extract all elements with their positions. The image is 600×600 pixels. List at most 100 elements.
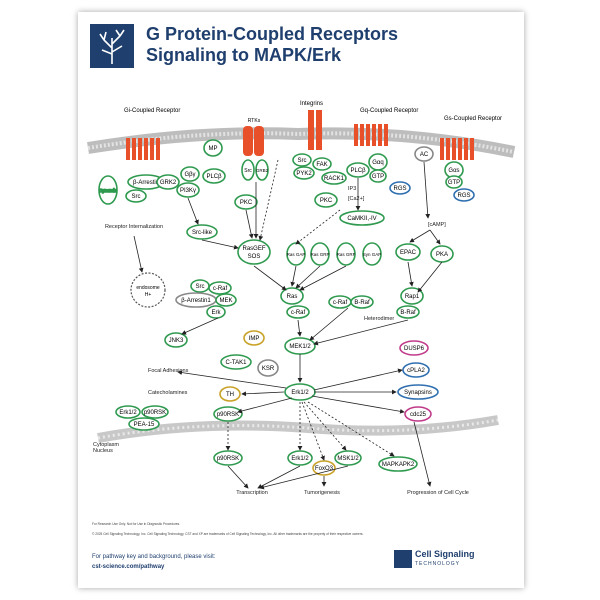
node-barrestin1: β-Arrestin1	[175, 292, 217, 308]
gs-receptor	[440, 138, 474, 160]
svg-text:cdc25: cdc25	[410, 412, 427, 418]
node-grk2: GRK2	[156, 174, 180, 190]
svg-text:TH: TH	[226, 392, 234, 398]
node-rack1: RACK1	[321, 171, 347, 185]
node-craf2: c-Raf	[286, 305, 310, 319]
node-dynamin: Dynamin	[98, 175, 118, 205]
label-focal: Focal Adhesions	[148, 368, 189, 374]
node-erk12: Erk1/2	[284, 383, 316, 401]
svg-text:FoxO3: FoxO3	[315, 466, 334, 472]
svg-text:MEK1/2: MEK1/2	[289, 344, 311, 350]
svg-text:Src: Src	[196, 284, 205, 290]
svg-text:Synapsins: Synapsins	[404, 390, 432, 396]
node-erk: Erk	[206, 305, 226, 319]
svg-text:c-Raf: c-Raf	[291, 310, 306, 316]
node-gtp1: GTP	[369, 169, 387, 183]
title-line-1: G Protein-Coupled Receptors	[146, 24, 399, 44]
node-pkc2: PKC	[314, 192, 338, 208]
svg-text:Gαs: Gαs	[448, 168, 459, 174]
node-mek: MEK	[215, 293, 237, 307]
svg-text:c-Raf: c-Raf	[213, 286, 228, 292]
node-braf1: B-Raf	[350, 295, 374, 309]
label-receptor-intern: Receptor Internalization	[105, 224, 163, 230]
svg-text:B-Raf: B-Raf	[400, 310, 416, 316]
node-erk12b: Erk1/2	[115, 405, 141, 419]
svg-text:β-Arrestin: β-Arrestin	[133, 180, 159, 186]
label-catechol: Catecholamines	[148, 390, 188, 396]
node-braf2: B-Raf	[396, 305, 420, 319]
svg-text:PLCβ: PLCβ	[350, 168, 366, 174]
svg-text:p90RSK: p90RSK	[217, 412, 239, 418]
node-gby: Gβγ	[180, 166, 200, 182]
node-rasgap: Ras GAP	[286, 242, 306, 266]
svg-text:Erk: Erk	[212, 310, 222, 316]
node-cpla2: cPLA2	[402, 362, 430, 378]
label-tumorigenesis: Tumorigenesis	[304, 490, 340, 496]
node-dusp6: DUSP6	[399, 340, 429, 356]
svg-text:Src: Src	[298, 158, 307, 164]
node-imp: IMP	[243, 330, 265, 346]
svg-text:PKC: PKC	[240, 200, 253, 206]
node-gaq: Gαq	[368, 153, 388, 171]
brand-name: Cell Signaling	[415, 549, 475, 559]
node-rap1: Rap1	[400, 287, 424, 305]
node-craf3: c-Raf	[328, 295, 352, 309]
svg-text:β-Arrestin1: β-Arrestin1	[181, 298, 211, 304]
svg-text:Erk1/2: Erk1/2	[291, 456, 309, 462]
node-epac: EPAC	[395, 243, 421, 261]
node-foxo3: FoxO3	[312, 460, 336, 476]
label-camp: [cAMP]	[428, 222, 446, 228]
node-mp: MP	[203, 139, 223, 157]
svg-text:PLCβ: PLCβ	[206, 174, 222, 180]
svg-text:cPLA2: cPLA2	[407, 368, 425, 374]
endosome: endosome H+	[130, 272, 166, 308]
svg-text:PEA-15: PEA-15	[134, 422, 155, 428]
svg-text:AC: AC	[420, 152, 429, 158]
integrin-receptor	[308, 110, 322, 150]
svg-text:PKC: PKC	[320, 198, 333, 204]
node-src3: Src	[292, 153, 312, 167]
svg-text:C-TAK1: C-TAK1	[226, 360, 248, 366]
node-ras: Ras	[280, 287, 304, 305]
pathway-url-link[interactable]: cst-science.com/pathway	[92, 564, 165, 570]
footer-disclaimer: For Research Use Only. Not for Use in Di…	[92, 522, 181, 526]
gq-receptor	[354, 124, 388, 146]
node-rtks: RTKs	[243, 118, 264, 156]
node-rasgrf: Ras GRF	[336, 242, 356, 266]
svg-text:B-Raf: B-Raf	[354, 300, 370, 306]
node-synapsins: Synapsins	[397, 384, 439, 400]
svg-text:GTP: GTP	[372, 174, 384, 180]
title-line-2: Signaling to MAPK/Erk	[146, 45, 342, 65]
node-src4: Src	[190, 279, 210, 293]
svg-text:PYK2: PYK2	[296, 171, 312, 177]
svg-text:JNK3: JNK3	[169, 338, 184, 344]
node-craf1: c-Raf	[208, 281, 232, 295]
node-msk12: MSK1/2	[334, 450, 362, 466]
label-transcription: Transcription	[236, 490, 268, 496]
node-p90rsk3: p90RSK	[213, 450, 243, 466]
svg-text:Ras GRP: Ras GRP	[310, 252, 329, 257]
svg-text:Ras GRF: Ras GRF	[337, 252, 356, 257]
node-gas: Gαs	[444, 161, 464, 179]
page-title: G Protein-Coupled Receptors Signaling to…	[146, 24, 506, 66]
svg-text:MEK: MEK	[219, 298, 232, 304]
label-nucleus: Nucleus	[93, 448, 113, 454]
svg-text:RasGEF: RasGEF	[242, 246, 265, 252]
svg-text:Gαq: Gαq	[372, 160, 383, 166]
svg-text:Erk1/2: Erk1/2	[119, 410, 137, 416]
svg-text:H+: H+	[145, 292, 152, 298]
node-rgs1: RGS	[389, 181, 411, 195]
svg-text:Src-like: Src-like	[192, 230, 213, 236]
brand-subname: TECHNOLOGY	[415, 561, 461, 567]
node-rasgrp: Ras GRP	[310, 242, 330, 266]
gi-receptor-label: Gi-Coupled Receptor	[124, 108, 180, 114]
node-plcb2: PLCβ	[346, 162, 370, 178]
svg-text:GRK2: GRK2	[160, 180, 177, 186]
node-pyk2: PYK2	[293, 166, 315, 180]
node-pea15: PEA-15	[128, 417, 160, 431]
svg-text:RTKs: RTKs	[248, 118, 261, 124]
node-ksr: KSR	[257, 359, 279, 377]
node-mapkapk2: MAPKAPK2	[378, 456, 418, 472]
svg-text:RGS: RGS	[457, 193, 470, 199]
node-p90rsk2: p90RSK	[213, 406, 243, 422]
